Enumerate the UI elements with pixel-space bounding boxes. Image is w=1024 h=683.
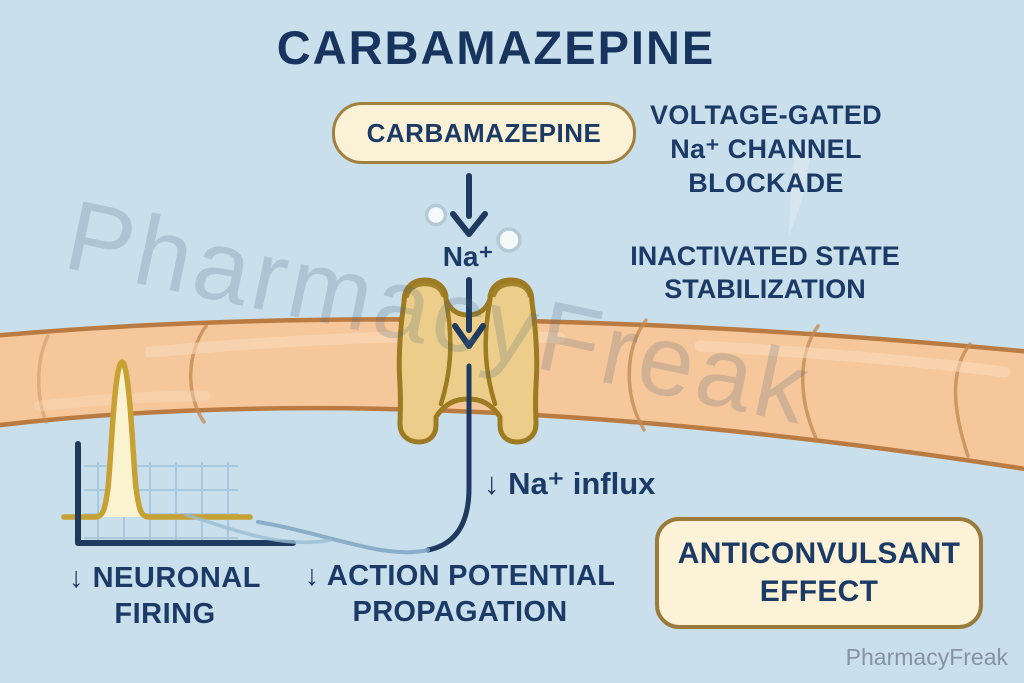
sodium-ions — [424, 203, 522, 253]
segment-line — [189, 324, 208, 424]
flow-arrows — [425, 173, 488, 553]
membrane-segment-lines — [37, 318, 972, 458]
effect-box: ANTICONVULSANT EFFECT — [655, 517, 983, 629]
stabilization-label: INACTIVATED STATE STABILIZATION — [600, 240, 930, 306]
neuronal-firing-label: ↓ NEURONAL FIRING — [40, 560, 290, 632]
na-ion-label: Na⁺ — [442, 241, 494, 272]
blockade-line-3: BLOCKADE — [688, 168, 844, 198]
action-potential-line-1: ↓ ACTION POTENTIAL — [304, 560, 616, 592]
neuronal-firing-line-1: ↓ NEURONAL — [69, 562, 261, 594]
credit-label: PharmacyFreak — [845, 644, 1008, 670]
arrow-down-head-icon — [450, 211, 488, 237]
influx-label: ↓ Na⁺ influx — [484, 466, 656, 501]
influx-exit-line — [425, 363, 472, 553]
page-title: CARBAMAZEPINE — [276, 21, 716, 74]
blockade-line-2: Na⁺ CHANNEL — [670, 134, 862, 164]
action-potential-label: ↓ ACTION POTENTIAL PROPAGATION — [298, 558, 622, 630]
sodium-channel — [396, 277, 540, 445]
blockade-label: VOLTAGE-GATED Na⁺ CHANNEL BLOCKADE — [616, 98, 916, 200]
highlight-line — [694, 340, 1011, 378]
segment-line — [801, 324, 820, 440]
stabilization-line-2: STABILIZATION — [664, 274, 866, 304]
light-streak — [789, 139, 814, 236]
channel-wall — [483, 298, 498, 407]
channel-inner-walls — [404, 281, 533, 407]
action-potential-line-2: PROPAGATION — [352, 596, 568, 628]
blockade-line-1: VOLTAGE-GATED — [650, 100, 882, 130]
ion-circle — [424, 203, 448, 227]
channel-rim — [404, 281, 446, 299]
neuronal-firing-line-2: FIRING — [114, 598, 216, 630]
action-potential-graph — [61, 359, 296, 546]
propagation-fade-line — [256, 520, 430, 555]
stabilization-line-1: INACTIVATED STATE — [630, 241, 900, 271]
effect-line-2: EFFECT — [759, 575, 879, 608]
spike-curve — [61, 359, 253, 520]
drug-pill: CARBAMAZEPINE — [332, 102, 636, 164]
channel-arrow-head-icon — [452, 323, 486, 349]
graph-axes — [75, 441, 296, 546]
drug-pill-label: CARBAMAZEPINE — [366, 117, 602, 148]
channel-body — [396, 277, 540, 445]
channel-rim — [491, 281, 533, 299]
segment-line — [953, 342, 972, 458]
segment-line — [37, 334, 50, 424]
segment-line — [627, 318, 648, 432]
ion-circle — [496, 227, 522, 253]
propagation-fade-line — [184, 513, 332, 545]
effect-line-1: ANTICONVULSANT — [677, 537, 961, 570]
channel-wall — [438, 298, 453, 407]
